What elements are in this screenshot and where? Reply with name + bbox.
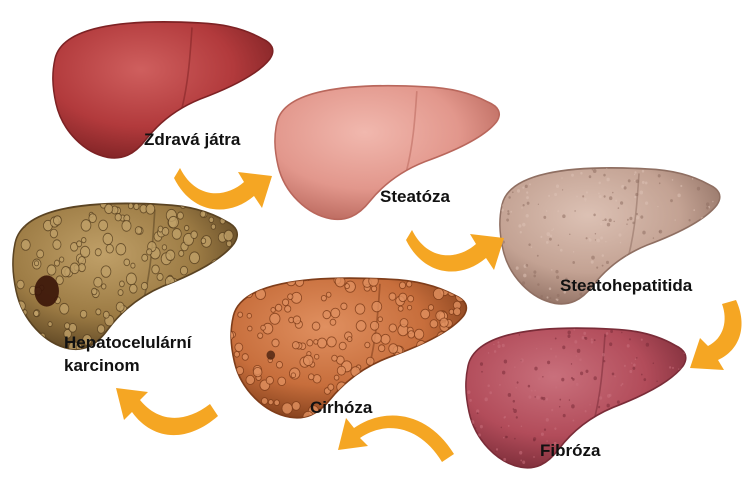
arrow-2 [406,230,504,272]
arrow-1 [174,168,272,210]
label-line: Steatóza [380,186,450,209]
label-line: Hepatocelulární [64,332,192,355]
label-steatosis: Steatóza [380,186,450,209]
label-cirrhosis: Cirhóza [310,397,372,420]
arrow-5 [116,388,218,435]
label-line: karcinom [64,355,192,378]
label-line: Zdravá játra [144,129,240,152]
label-fibrosis: Fibróza [540,440,600,463]
arrow-4 [338,415,454,462]
label-line: Fibróza [540,440,600,463]
label-line: Cirhóza [310,397,372,420]
label-steatohepatitis: Steatohepatitida [560,275,692,298]
label-line: Steatohepatitida [560,275,692,298]
arrow-3 [690,300,742,370]
label-healthy: Zdravá játra [144,129,240,152]
liver-carcinoma [6,193,239,354]
nodule-spot [267,351,276,360]
tumor-spot [34,275,58,306]
label-carcinoma: Hepatocelulární karcinom [64,332,192,378]
